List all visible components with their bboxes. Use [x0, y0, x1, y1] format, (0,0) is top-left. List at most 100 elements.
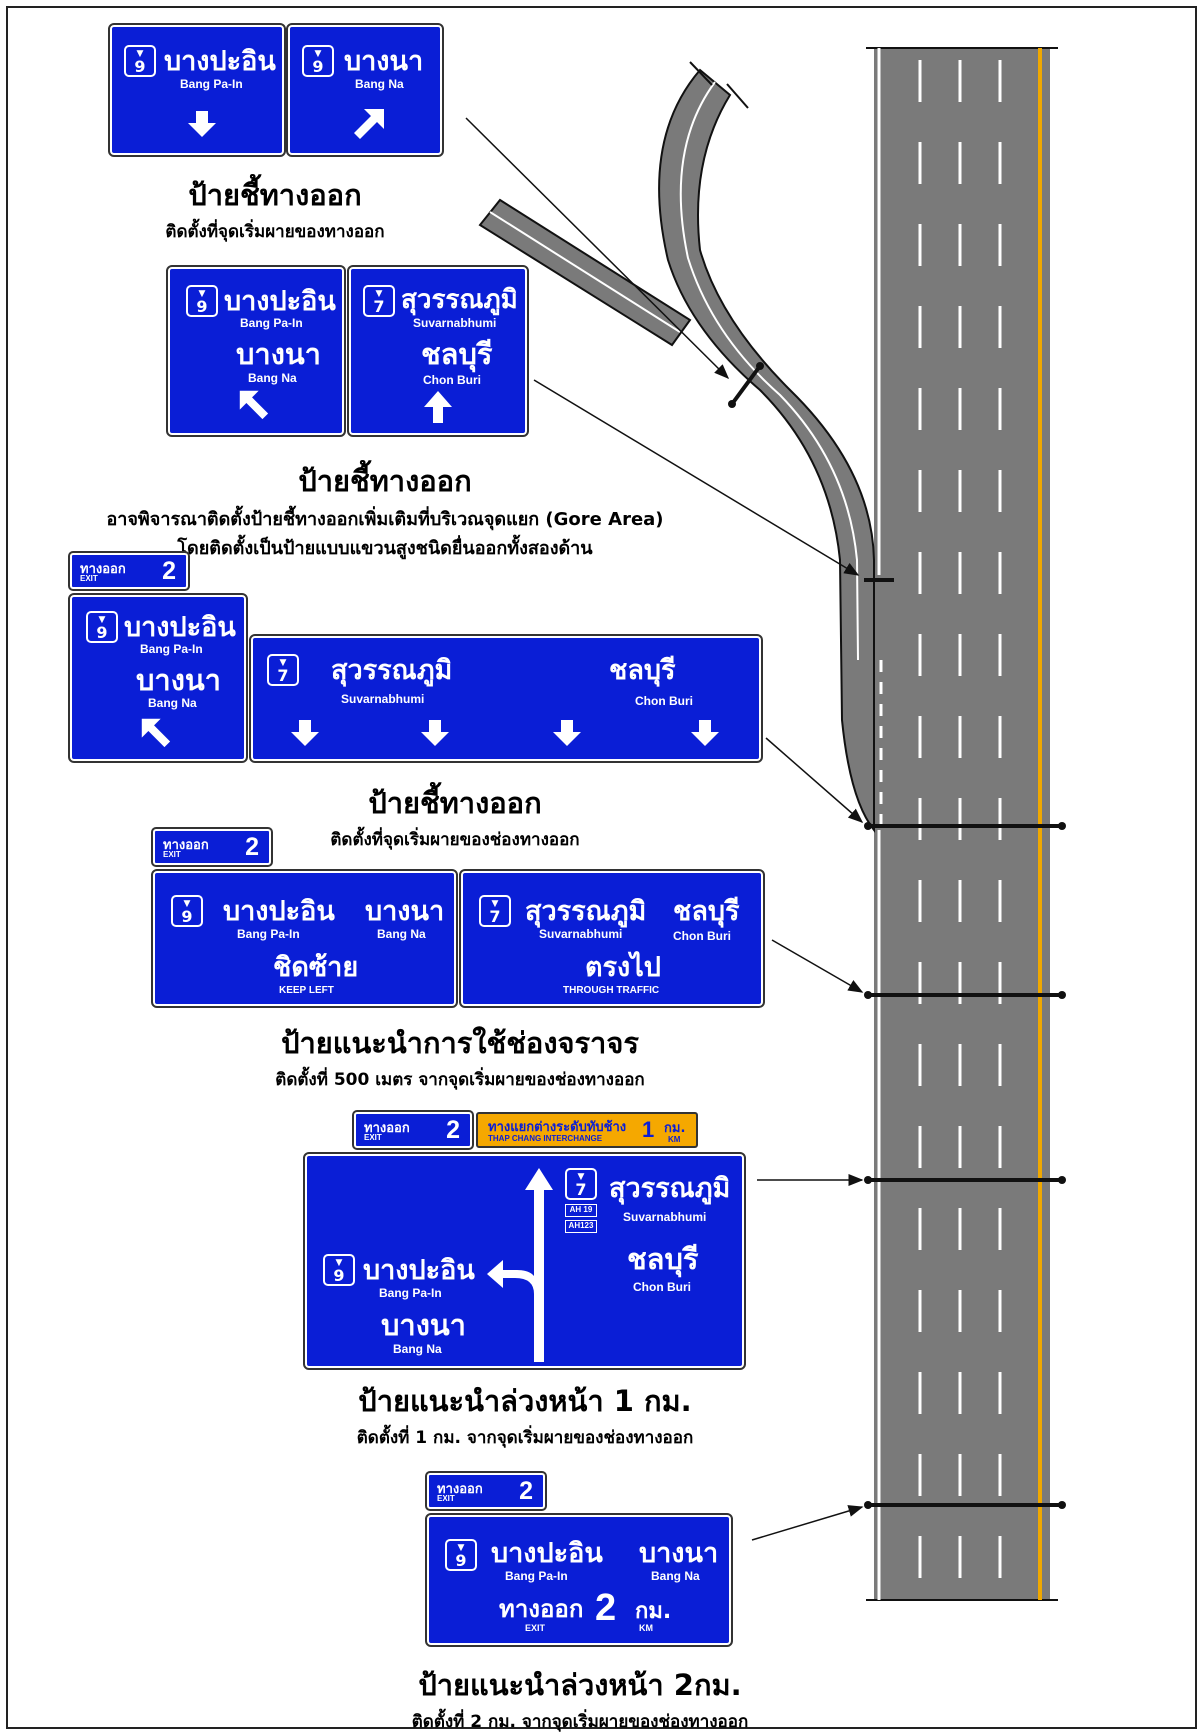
caption-3-title: ป้ายชี้ทางออก — [368, 786, 542, 820]
route-7-shield: ▼7 — [267, 654, 299, 686]
exit-2-tab: ทางออก EXIT 2 — [425, 1471, 547, 1511]
dest-bangpain-th: บางปะอิน — [363, 1255, 475, 1286]
interchange-name-en: THAP CHANG INTERCHANGE — [488, 1134, 603, 1143]
ramp-end-left — [689, 61, 713, 86]
dest-bangna-th: บางนา — [639, 1538, 719, 1569]
dest-chonburi-th: ชลบุรี — [421, 337, 493, 371]
arrow-down-icon — [691, 720, 719, 746]
dest-bangna-th: บางนา — [136, 663, 221, 697]
sign-exit-start-through: ▼7 สุวรรณภูมิ Suvarnabhumi ชลบุรี Chon B… — [249, 634, 763, 763]
caption-5-title: ป้ายแนะนำล่วงหน้า 1 กม. — [358, 1384, 692, 1418]
sign-advance-1km: ▼7 AH 19 AH123 สุวรรณภูมิ Suvarnabhumi ช… — [303, 1152, 746, 1370]
dest-bangna-en: Bang Na — [377, 927, 426, 941]
route-9-shield: ▼9 — [186, 285, 218, 317]
caption-4-subtitle: ติดตั้งที่ 500 เมตร จากจุดเริ่มผายของช่อ… — [275, 1070, 645, 1090]
dest-suvarnabhumi-th: สุวรรณภูมิ — [331, 655, 453, 686]
route-9-shield: ▼9 — [171, 895, 203, 927]
sign-advance-2km: ▼9 บางปะอิน Bang Pa-In บางนา Bang Na ทาง… — [425, 1513, 733, 1647]
exit-2-tab: ทางออก EXIT 2 — [352, 1110, 474, 1150]
dest-bangpain-th: บางปะอิน — [491, 1538, 603, 1569]
caption-3-subtitle: ติดตั้งที่จุดเริ่มผายของช่องทางออก — [330, 830, 580, 850]
caption-6-title: ป้ายแนะนำล่วงหน้า 2กม. — [418, 1668, 742, 1702]
advance-unit-th: กม. — [635, 1599, 672, 1624]
ah123-badge: AH123 — [565, 1220, 597, 1233]
dest-chonburi-en: Chon Buri — [633, 1280, 691, 1294]
interchange-unit-en: KM — [668, 1135, 681, 1144]
caption-2-subtitle-1: อาจพิจารณาติดตั้งป้ายชี้ทางออกเพิ่มเติมท… — [106, 509, 664, 530]
dest-chonburi-en: Chon Buri — [635, 694, 693, 708]
dest-bangpain-th: บางปะอิน — [223, 896, 335, 927]
dest-bangpain-th: บางปะอิน — [124, 612, 236, 643]
advance-unit-en: KM — [639, 1623, 653, 1633]
sign-lane-keep-left: ▼9 บางปะอิน Bang Pa-In บางนา Bang Na ชิด… — [151, 869, 458, 1008]
dest-bangpain-en: Bang Pa-In — [237, 927, 300, 941]
dest-suvarnabhumi-en: Suvarnabhumi — [539, 927, 623, 941]
dest-suvarnabhumi-th: สุวรรณภูมิ — [609, 1173, 731, 1204]
dest-bangna-th: บางนา — [236, 337, 321, 371]
keep-left-en: KEEP LEFT — [279, 985, 334, 996]
leader-3 — [765, 737, 864, 823]
caption-3: ป้ายชี้ทางออก ติดตั้งที่จุดเริ่มผายของช่… — [290, 780, 620, 853]
dest-bangna-th: บางนา — [365, 896, 445, 927]
advance-exit-th: ทางออก — [499, 1595, 584, 1623]
interchange-tab: ทางแยกต่างระดับทับช้าง THAP CHANG INTERC… — [476, 1112, 698, 1148]
sign-lane-through: ▼7 สุวรรณภูมิ Suvarnabhumi ชลบุรี Chon B… — [459, 869, 765, 1008]
arrow-down-icon — [553, 720, 581, 746]
dest-suvarnabhumi-th: สุวรรณภูมิ — [525, 896, 647, 927]
dest-bangna-en: Bang Na — [248, 371, 297, 385]
route-9-shield: ▼9 — [445, 1539, 477, 1571]
through-en: THROUGH TRAFFIC — [563, 985, 660, 996]
dest-bangna-th: บางนา — [344, 46, 424, 77]
route-7-shield: ▼7 — [479, 895, 511, 927]
dest-bangpain-en: Bang Pa-In — [505, 1569, 568, 1583]
dest-chonburi-th: ชลบุรี — [627, 1242, 699, 1276]
route-9-shield: ▼9 — [124, 45, 156, 77]
advance-distance: 2 — [595, 1587, 617, 1629]
caption-2-subtitle-2: โดยติดตั้งเป็นป้ายแบบแขวนสูงชนิดยื่นออกท… — [177, 538, 593, 559]
exit-ramp — [658, 68, 875, 833]
dest-bangna-en: Bang Na — [393, 1342, 442, 1356]
diagram-frame — [6, 6, 1197, 1729]
gantry-exit-ramp — [730, 364, 762, 406]
caption-4-title: ป้ายแนะนำการใช้ช่องจราจร — [281, 1026, 639, 1060]
ah19-badge: AH 19 — [565, 1204, 597, 1217]
arrow-up-right-icon — [354, 109, 384, 139]
arrow-down-icon — [188, 111, 216, 137]
ramp-branch-lane-line — [489, 211, 681, 333]
interchange-name-th: ทางแยกต่างระดับทับช้าง — [488, 1120, 627, 1135]
dest-suvarnabhumi-th: สุวรรณภูมิ — [401, 285, 518, 315]
caption-5: ป้ายแนะนำล่วงหน้า 1 กม. ติดตั้งที่ 1 กม.… — [300, 1378, 750, 1451]
leader-6 — [751, 1505, 864, 1541]
exit-2-tab: ทางออก EXIT 2 — [151, 827, 273, 867]
leader-4 — [771, 939, 864, 993]
keep-left-th: ชิดซ้าย — [273, 952, 359, 983]
sign-exit-bangna: ▼9 บางนา Bang Na — [286, 23, 444, 157]
caption-4: ป้ายแนะนำการใช้ช่องจราจร ติดตั้งที่ 500 … — [230, 1020, 690, 1093]
advance-exit-en: EXIT — [525, 1623, 546, 1633]
route-9-shield: ▼9 — [302, 45, 334, 77]
sign-exit-through-suvarnabhumi-chonburi: ▼7 สุวรรณภูมิ Suvarnabhumi ชลบุรี Chon B… — [347, 265, 529, 437]
leader-1 — [465, 117, 730, 380]
dest-suvarnabhumi-en: Suvarnabhumi — [413, 316, 497, 330]
dest-bangpain-en: Bang Pa-In — [140, 642, 203, 656]
caption-1-subtitle: ติดตั้งที่จุดเริ่มผายของทางออก — [165, 222, 385, 242]
through-th: ตรงไป — [585, 952, 661, 983]
dest-bangna-en: Bang Na — [355, 77, 404, 91]
caption-2: ป้ายชี้ทางออก อาจพิจารณาติดตั้งป้ายชี้ทา… — [80, 458, 690, 562]
arrow-down-icon — [291, 720, 319, 746]
caption-1-title: ป้ายชี้ทางออก — [188, 178, 362, 212]
exit-2-tab: ทางออก EXIT 2 — [68, 551, 190, 591]
dest-chonburi-en: Chon Buri — [673, 929, 731, 943]
arrow-up-left-icon — [141, 718, 171, 748]
caption-1: ป้ายชี้ทางออก ติดตั้งที่จุดเริ่มผายของทา… — [140, 172, 410, 245]
dest-bangpain-en: Bang Pa-In — [240, 316, 303, 330]
dest-chonburi-th: ชลบุรี — [609, 655, 676, 686]
interchange-unit-th: กม. — [664, 1121, 686, 1136]
dest-bangpain-en: Bang Pa-In — [379, 1286, 442, 1300]
caption-5-subtitle: ติดตั้งที่ 1 กม. จากจุดเริ่มผายของช่องทา… — [356, 1428, 694, 1448]
caption-6: ป้ายแนะนำล่วงหน้า 2กม. ติดตั้งที่ 2 กม. … — [360, 1662, 800, 1735]
route-9-shield: ▼9 — [323, 1254, 355, 1286]
dest-suvarnabhumi-en: Suvarnabhumi — [341, 692, 425, 706]
interchange-distance: 1 — [642, 1117, 655, 1142]
